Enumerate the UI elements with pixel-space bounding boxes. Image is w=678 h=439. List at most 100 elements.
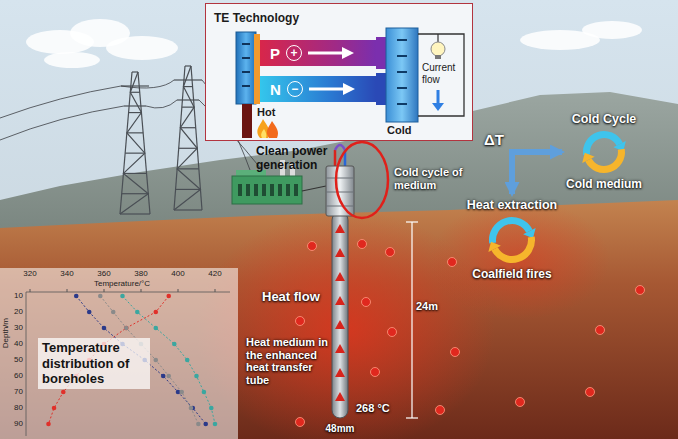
cycle-arc	[583, 131, 623, 155]
power-line	[146, 100, 177, 108]
power-line	[0, 106, 124, 140]
data-point	[213, 422, 218, 427]
data-point	[124, 326, 129, 331]
n-type-leg: N−	[260, 76, 376, 102]
heat-dot	[516, 398, 525, 407]
cycle-icon	[477, 213, 547, 267]
heat-dot	[388, 328, 397, 337]
current-arrow	[437, 90, 440, 103]
data-point	[154, 326, 159, 331]
tower-arm	[124, 105, 146, 106]
cycle-arrowhead	[488, 242, 500, 252]
heat-dot	[596, 326, 605, 335]
charge-mark	[397, 71, 407, 73]
connector-block	[376, 73, 386, 105]
node-subtext: Cold medium	[566, 177, 642, 191]
chart-tick	[30, 289, 31, 292]
flame	[267, 121, 278, 138]
p-type-leg: P+	[260, 40, 376, 66]
charge-mark	[242, 43, 250, 45]
flow-arrow	[335, 224, 345, 233]
data-point	[166, 294, 171, 299]
heat-dot	[448, 258, 457, 267]
heat-dot	[308, 242, 317, 251]
chart-tick	[141, 289, 142, 292]
connector-block	[376, 37, 386, 69]
charge-mark	[397, 39, 407, 41]
dimension-line	[411, 222, 412, 418]
tick-label: 70	[14, 387, 23, 396]
charge-mark	[242, 85, 250, 87]
heat-dot	[371, 368, 380, 377]
axis-title: Temperature/°C	[94, 279, 150, 288]
arrow-shaft	[309, 88, 345, 91]
data-point	[98, 294, 103, 299]
cloud	[106, 36, 178, 60]
ground	[0, 200, 678, 439]
tick-label: 20	[14, 307, 23, 316]
data-point	[46, 422, 51, 427]
power-line	[121, 80, 174, 88]
cold-plate	[386, 28, 418, 122]
chart-tick	[178, 289, 179, 292]
node-heading: N	[270, 81, 281, 98]
data-point	[52, 406, 57, 411]
charge-mark	[242, 57, 250, 59]
cold-cycle-icon: Cold CycleCold medium	[566, 112, 642, 191]
flow-arrow	[335, 344, 345, 353]
tick-label: 400	[171, 269, 184, 278]
tick-label: 80	[14, 403, 23, 412]
heat-dot	[586, 388, 595, 397]
plant-window	[238, 184, 242, 196]
transmission-tower	[120, 72, 150, 214]
plant-label: Clean power generation	[256, 145, 336, 173]
circuit-wire	[418, 34, 464, 116]
power-line	[0, 86, 121, 118]
cloud	[44, 52, 100, 68]
data-point	[154, 310, 159, 315]
flow-arrow	[335, 392, 345, 401]
tick-label: 40	[14, 339, 23, 348]
data-point	[203, 422, 208, 427]
charge-mark	[397, 55, 407, 57]
tower-brace	[174, 209, 202, 210]
tower-arm	[177, 99, 199, 100]
data-point	[111, 310, 116, 315]
tower-brace	[127, 132, 143, 133]
dimension-tick	[406, 221, 418, 222]
tube-label: Heat medium in the enhanced heat transfe…	[246, 336, 328, 387]
cycle-arc	[585, 149, 625, 173]
arrow-shaft	[308, 52, 344, 55]
data-point	[179, 390, 184, 395]
flow-arrow	[335, 272, 345, 281]
tower-brace	[182, 107, 194, 108]
tower-brace	[120, 213, 150, 214]
node-subtext: Coalfield fires	[472, 267, 551, 281]
heat-dot	[436, 406, 445, 415]
cycle-icon	[571, 127, 637, 177]
cold-side-label: Cold	[387, 124, 411, 137]
diameter-dimension: 48mm	[326, 423, 355, 435]
tower-brace	[125, 153, 145, 154]
borehole-head	[326, 166, 354, 216]
chart-tick	[215, 289, 216, 292]
data-point	[154, 358, 159, 363]
tower-brace	[180, 127, 195, 128]
temperature-value: 268 °C	[356, 402, 390, 415]
tick-label: 90	[14, 419, 23, 428]
tower-leg	[138, 72, 150, 214]
tick-label: 340	[60, 269, 73, 278]
highlight-ring	[336, 142, 388, 218]
cloud	[582, 21, 642, 39]
head-band	[326, 192, 354, 193]
light-bulb	[431, 42, 445, 56]
node-heading: Temperature distribution of boreholes	[38, 338, 150, 389]
heat-dot	[358, 240, 367, 249]
chart-axis	[26, 292, 27, 436]
tower-brace	[130, 92, 139, 93]
data-point	[194, 374, 199, 379]
data-point	[135, 310, 140, 315]
plant-window	[254, 184, 258, 196]
hot-pipe	[334, 150, 337, 168]
